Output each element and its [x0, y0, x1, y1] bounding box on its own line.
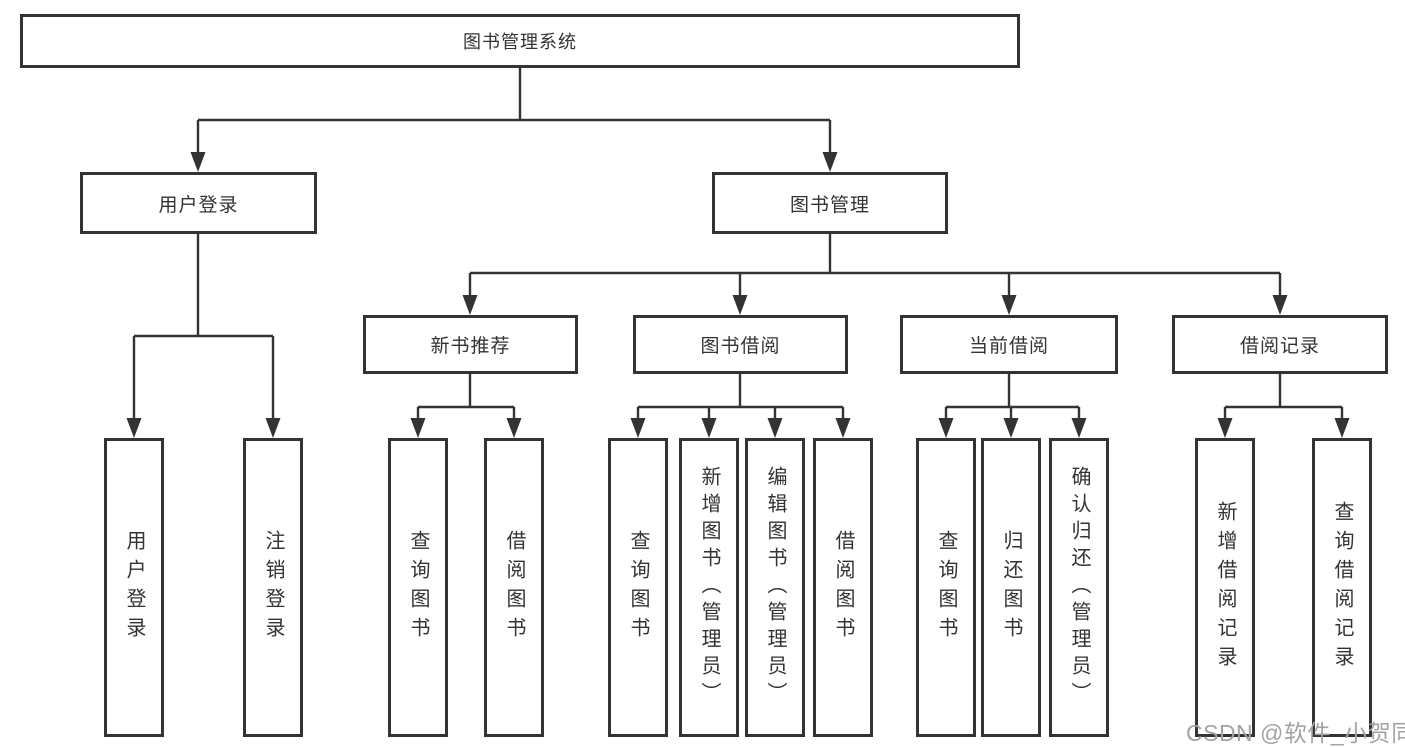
connector-current-borrow-to-leaves: [944, 374, 1081, 422]
node-current-borrow: 当前借阅: [900, 315, 1118, 374]
arrow-down-icon: [1217, 418, 1233, 438]
connector-book-management-to-level3: [468, 234, 1282, 299]
node-leaf-query-books-2: 查询图书: [608, 438, 668, 737]
arrow-down-icon: [767, 418, 783, 438]
node-leaf-add-books-admin: 新增图书（管理员）: [679, 438, 739, 737]
connector-root-to-level2: [196, 67, 832, 156]
arrow-down-icon: [410, 418, 426, 438]
node-book-borrow: 图书借阅: [633, 315, 848, 374]
arrow-down-icon: [835, 418, 851, 438]
arrow-down-icon: [462, 295, 478, 315]
node-leaf-borrow-books-2: 借阅图书: [813, 438, 873, 737]
node-new-book-recommend: 新书推荐: [363, 315, 578, 374]
node-book-borrow-label: 图书借阅: [700, 336, 781, 357]
arrow-down-icon: [1334, 418, 1350, 438]
leaf-label: 新增图书（管理员）: [698, 466, 720, 709]
arrow-down-icon: [126, 418, 142, 438]
node-current-borrow-label: 当前借阅: [968, 336, 1049, 357]
leaf-label: 用户登录: [123, 529, 145, 646]
node-new-book-recommend-label: 新书推荐: [430, 336, 511, 357]
connector-user-login-to-leaves: [132, 234, 275, 422]
watermark: CSDN @软件_小贺同学: [1186, 720, 1405, 746]
arrow-down-icon: [1071, 418, 1087, 438]
node-book-management-label: 图书管理: [789, 194, 870, 216]
arrow-down-icon: [732, 295, 748, 315]
node-leaf-query-books-3: 查询图书: [916, 438, 976, 737]
node-leaf-query-borrow-record: 查询借阅记录: [1312, 438, 1372, 737]
arrow-down-icon: [938, 418, 954, 438]
leaf-label: 确认归还（管理员）: [1068, 466, 1090, 709]
arrow-down-icon: [190, 152, 206, 172]
leaf-label: 注销登录: [262, 529, 284, 646]
node-root-label: 图书管理系统: [463, 32, 577, 52]
leaf-label: 编辑图书（管理员）: [764, 466, 786, 709]
connector-borrow-records-to-leaves: [1223, 374, 1344, 422]
node-leaf-add-borrow-record: 新增借阅记录: [1195, 438, 1255, 737]
connector-book-borrow-to-leaves: [636, 374, 845, 422]
arrow-down-icon: [265, 418, 281, 438]
node-root: 图书管理系统: [20, 14, 1020, 68]
connector-lines: [132, 67, 1344, 422]
leaf-label: 借阅图书: [503, 529, 525, 646]
connector-new-book-to-leaves: [416, 374, 516, 422]
node-leaf-logout: 注销登录: [243, 438, 303, 737]
node-leaf-user-login: 用户登录: [104, 438, 164, 737]
leaf-label: 新增借阅记录: [1214, 500, 1236, 675]
node-leaf-return-books: 归还图书: [981, 438, 1041, 737]
leaf-label: 查询图书: [627, 529, 649, 646]
leaf-label: 查询借阅记录: [1331, 500, 1353, 675]
node-user-login: 用户登录: [80, 172, 317, 234]
node-borrow-records-label: 借阅记录: [1239, 336, 1320, 357]
leaf-label: 查询图书: [935, 529, 957, 646]
arrow-down-icon: [506, 418, 522, 438]
leaf-label: 查询图书: [407, 529, 429, 646]
node-leaf-borrow-books-1: 借阅图书: [484, 438, 544, 737]
arrowheads: [126, 152, 1350, 438]
arrow-down-icon: [822, 152, 838, 172]
node-borrow-records: 借阅记录: [1172, 315, 1388, 374]
arrow-down-icon: [1272, 295, 1288, 315]
arrow-down-icon: [1003, 418, 1019, 438]
node-user-login-label: 用户登录: [158, 194, 239, 216]
arrow-down-icon: [701, 418, 717, 438]
node-leaf-confirm-return-admin: 确认归还（管理员）: [1049, 438, 1109, 737]
arrow-down-icon: [630, 418, 646, 438]
node-book-management: 图书管理: [712, 172, 948, 234]
arrow-down-icon: [1001, 295, 1017, 315]
node-leaf-query-books-1: 查询图书: [388, 438, 448, 737]
leaf-label: 借阅图书: [832, 529, 854, 646]
node-leaf-edit-books-admin: 编辑图书（管理员）: [745, 438, 805, 737]
leaf-label: 归还图书: [1000, 529, 1022, 646]
